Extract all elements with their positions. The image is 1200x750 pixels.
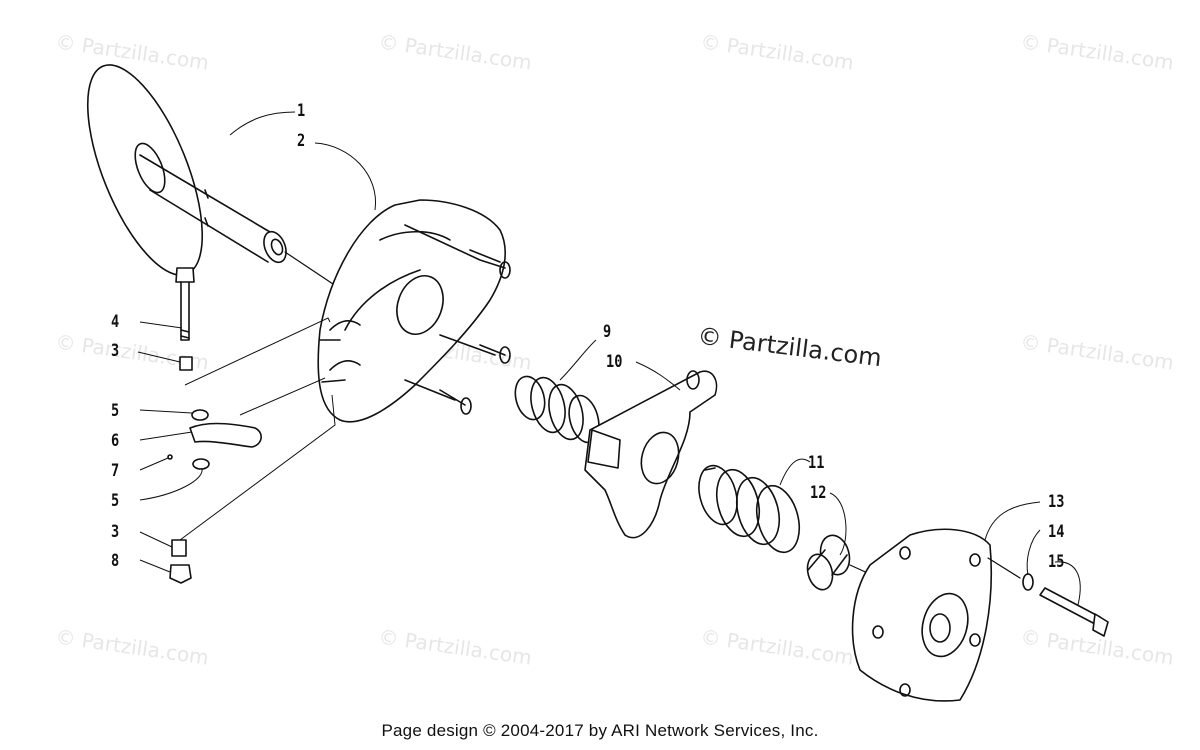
part-13-cover — [851, 528, 993, 702]
page-footer-copyright: Page design © 2004-2017 by ARI Network S… — [381, 721, 819, 740]
part-1-fixed-sheave — [86, 64, 287, 276]
part-8-nut — [169, 564, 192, 584]
part-5-washer — [191, 409, 209, 421]
callout-9: 9 — [603, 322, 612, 342]
part-4-bolt — [175, 267, 195, 341]
callout-3: 3 — [111, 341, 120, 361]
callout-6: 6 — [111, 431, 120, 451]
part-12-bushing — [806, 534, 851, 591]
callout-5: 5 — [111, 491, 120, 511]
callout-12: 12 — [810, 483, 827, 503]
callout-15: 15 — [1048, 552, 1065, 572]
part-15-bolt — [1039, 587, 1109, 637]
part-3-bushing — [179, 356, 193, 371]
part-3-bushing — [171, 539, 187, 557]
part-7-pin — [167, 454, 173, 460]
callout-1: 1 — [297, 101, 306, 121]
callout-10: 10 — [606, 352, 623, 372]
callout-4: 4 — [111, 312, 120, 332]
part-10-spider — [584, 370, 718, 539]
callout-2: 2 — [297, 131, 306, 151]
callout-8: 8 — [111, 551, 120, 571]
callout-13: 13 — [1048, 492, 1065, 512]
part-2-movable-sheave — [317, 199, 511, 423]
callout-5: 5 — [111, 401, 120, 421]
part-6-cam-arm — [189, 422, 262, 448]
callout-14: 14 — [1048, 522, 1065, 542]
part-11-spring — [698, 464, 801, 554]
leader-lines — [137, 111, 1081, 606]
part-5-washer — [192, 458, 210, 470]
callout-3: 3 — [111, 522, 120, 542]
part-14-washer — [1022, 573, 1034, 591]
callout-11: 11 — [808, 453, 825, 473]
callout-7: 7 — [111, 461, 120, 481]
